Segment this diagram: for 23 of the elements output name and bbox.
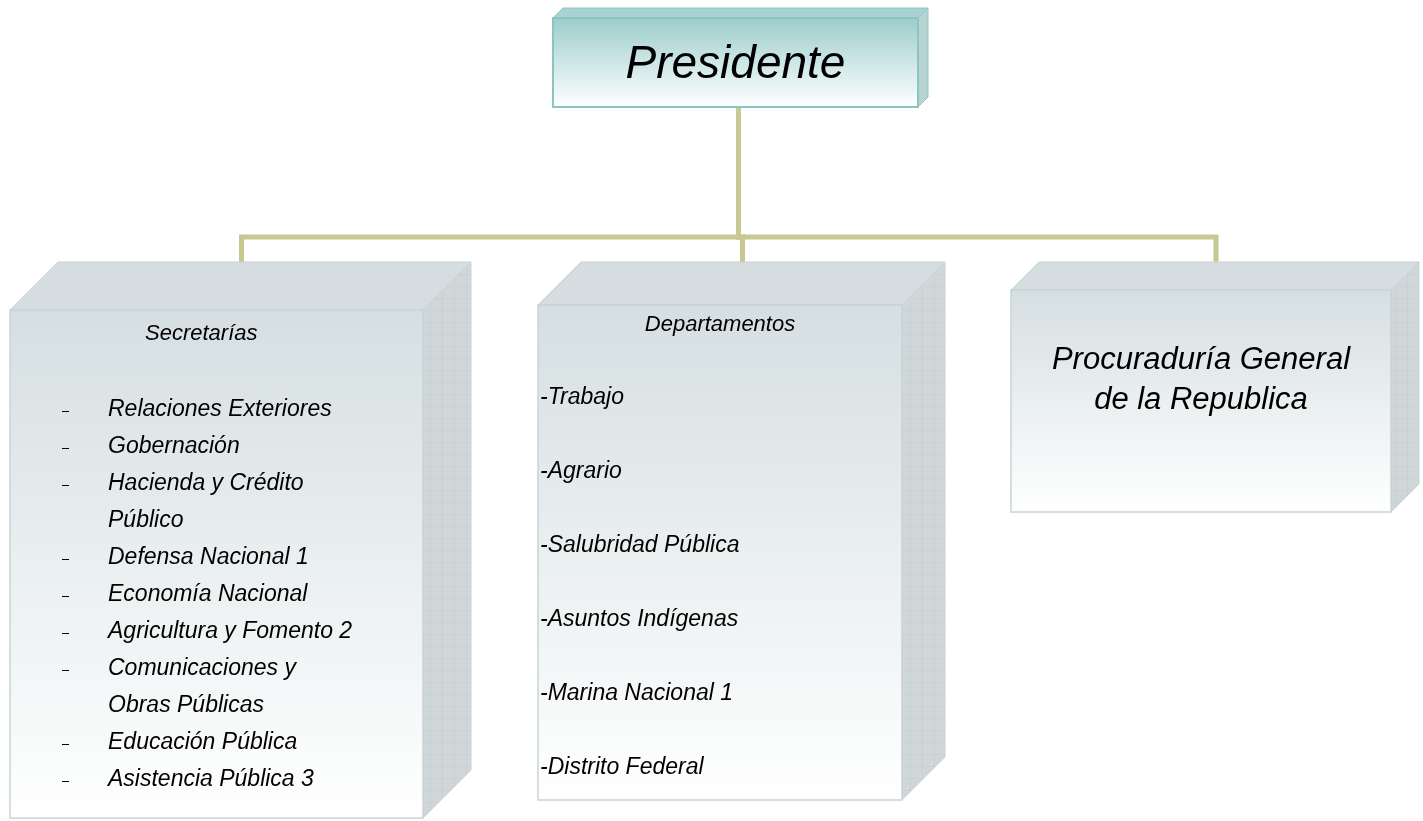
list-item: -Agrario [540,457,622,483]
list-item: Educación Pública [108,727,298,756]
list-item: -Asuntos Indígenas [540,605,739,631]
list-item: Comunicaciones y Obras Públicas [108,653,298,719]
list-item: Agricultura y Fomento 2 [108,616,353,645]
box-heading: Departamentos [644,311,796,336]
box-title: Procuraduría General de la Republica [1050,339,1352,418]
cube-box [553,8,928,107]
box-title: Presidente [624,34,847,90]
list-item: -Salubridad Pública [540,531,740,557]
list-item: Economía Nacional [108,579,308,608]
list-item: Defensa Nacional 1 [108,542,309,571]
cube-box [1011,262,1419,512]
list-item: Hacienda y Crédito Público [108,468,305,534]
list-item: -Marina Nacional 1 [540,679,734,705]
cube-box [538,262,945,800]
box-heading: Secretarías [145,320,258,345]
list-item: -Distrito Federal [540,753,704,779]
list-item: -Trabajo [540,383,624,409]
list-item: Gobernación [108,431,240,460]
cube-box [10,262,471,818]
list-item: Relaciones Exteriores [108,394,332,423]
list-item: Asistencia Pública 3 [108,764,314,793]
